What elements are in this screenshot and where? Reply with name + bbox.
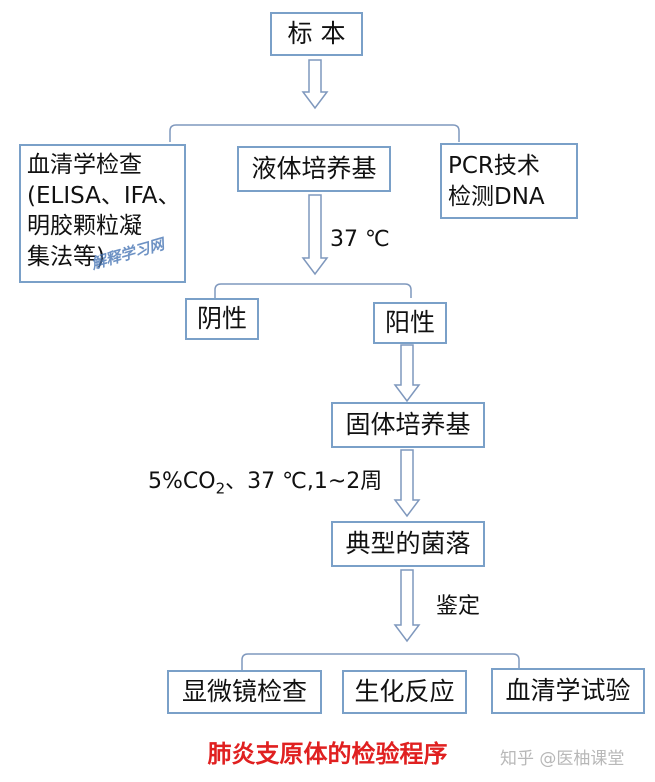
positive-box: 阳性 (373, 302, 447, 344)
specimen-box: 标 本 (270, 12, 363, 56)
condition-prefix: 5%CO (148, 469, 216, 494)
pcr-line-2: 检测DNA (448, 183, 545, 210)
identification-label: 鉴定 (436, 594, 481, 619)
microscopy-box: 显微镜检查 (167, 670, 322, 714)
temperature-label: 37 ℃ (330, 227, 390, 252)
diagram-title: 肺炎支原体的检验程序 (207, 739, 448, 768)
bracket-identify (241, 653, 520, 670)
pcr-line-1: PCR技术 (448, 153, 540, 179)
serology-line-2: (ELISA、IFA、 (27, 182, 181, 209)
solid-medium-box: 固体培养基 (331, 402, 485, 448)
arrow-colony (393, 569, 421, 643)
liquid-medium-box: 液体培养基 (237, 146, 391, 192)
serology-line-4: 集法等) (27, 243, 105, 270)
serology-box: 血清学检查 (ELISA、IFA、 明胶颗粒凝 集法等) (19, 144, 186, 283)
biochemical-box: 生化反应 (342, 670, 467, 714)
serum-test-box: 血清学试验 (491, 668, 645, 714)
arrow-solid (393, 449, 421, 518)
arrow-specimen (301, 59, 329, 110)
negative-box: 阴性 (185, 298, 259, 340)
serology-line-1: 血清学检查 (27, 152, 142, 178)
culture-condition-label: 5%CO2、37 ℃,1~2周 (148, 463, 382, 497)
condition-suffix: 、37 ℃,1~2周 (225, 469, 383, 494)
arrow-positive (393, 344, 421, 403)
pcr-box: PCR技术 检测DNA (440, 143, 578, 219)
bracket-liquid (214, 283, 412, 298)
serology-line-3: 明胶颗粒凝 (27, 213, 142, 240)
bracket-specimen (169, 124, 460, 142)
typical-colony-box: 典型的菌落 (331, 521, 485, 567)
condition-subscript: 2 (215, 479, 226, 498)
source-watermark: 知乎 @医柚课堂 (500, 749, 625, 769)
arrow-liquid (301, 194, 329, 276)
